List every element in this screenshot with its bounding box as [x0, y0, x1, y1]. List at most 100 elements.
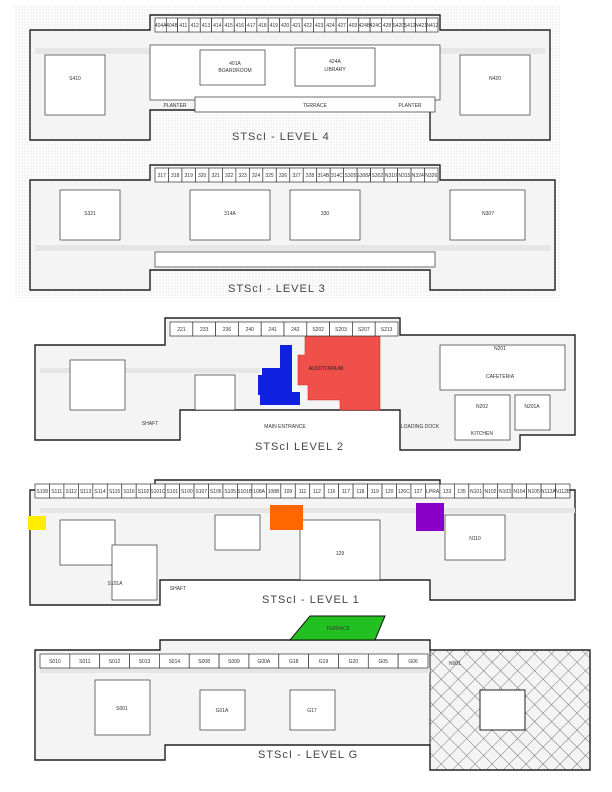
terrace-label: TERRACE: [326, 626, 351, 632]
room-label: S116: [123, 489, 135, 495]
room-label: 126C: [398, 489, 410, 495]
main-entrance-label: MAIN ENTRANCE: [264, 424, 306, 430]
room-label: 117: [342, 489, 350, 495]
room-label: 116: [327, 489, 335, 495]
room-label: 420: [281, 23, 290, 29]
room-label: SHAFT: [142, 421, 158, 427]
room-label: N412: [426, 23, 438, 29]
room-label: N102: [484, 489, 496, 495]
room-label: 424: [326, 23, 335, 29]
room-label: S101A: [107, 581, 123, 587]
room-label: S203: [335, 327, 347, 333]
room-label: S008: [198, 659, 210, 665]
room-label: S113: [80, 489, 92, 495]
room-label: 221: [177, 327, 186, 333]
room-label: S420: [393, 23, 405, 29]
room-label: TERRACE: [303, 103, 328, 109]
room-label: 328: [306, 173, 315, 179]
level-2-plan: AUDITORIUM MAIN ENTRANCE N201 CAFETERIA …: [34, 317, 576, 453]
room-label: 241: [268, 327, 277, 333]
room-label: 424B: [359, 23, 371, 29]
room-label: CAFETERIA: [486, 374, 515, 380]
room-label: 422: [304, 23, 313, 29]
highlight-purple-room: [416, 503, 444, 531]
room-label: 318: [171, 173, 180, 179]
room-label: N420: [489, 76, 501, 82]
room-label: N103: [499, 489, 511, 495]
room-label: 415: [224, 23, 233, 29]
room-label: 424C: [370, 23, 382, 29]
room-label: S001: [116, 706, 128, 712]
room-label: S100: [181, 489, 193, 495]
room-label: G06: [408, 659, 418, 665]
main-entrance-area: [258, 345, 300, 405]
highlight-yellow-room: [28, 516, 46, 530]
room-label: S101: [167, 489, 179, 495]
room-label: S014: [168, 659, 180, 665]
room-label: 242: [291, 327, 300, 333]
room-label: 424A: [329, 59, 341, 65]
room-label: S412: [404, 23, 416, 29]
room-label: S410: [69, 76, 81, 82]
room-label: 414: [213, 23, 222, 29]
room-label: N105: [528, 489, 540, 495]
room-label: PLANTER: [163, 103, 186, 109]
room-label: S213: [381, 327, 393, 333]
room-cell: [555, 483, 571, 499]
level-2-title: STScI LEVEL 2: [255, 441, 344, 453]
auditorium-area: [297, 335, 381, 411]
room-label: 135: [457, 489, 466, 495]
room-label: N326: [425, 173, 437, 179]
room-label: 326: [279, 173, 288, 179]
room-label: S308A: [356, 173, 372, 179]
room-label: G20: [349, 659, 359, 665]
room-label: G18: [289, 659, 299, 665]
room-label: 428: [383, 23, 392, 29]
room-label: 236: [223, 327, 232, 333]
level-4-title: STScI - LEVEL 4: [232, 131, 330, 143]
room-label: S102: [138, 489, 150, 495]
terrace-area: [288, 615, 386, 641]
room-label: 421: [292, 23, 301, 29]
room-label: 233: [200, 327, 209, 333]
room-label: S302: [372, 173, 384, 179]
room-cell: [424, 167, 439, 183]
room-label: PLANTER: [398, 103, 421, 109]
room-cell: [374, 321, 399, 337]
room-label: 317: [158, 173, 167, 179]
room-label: N421: [415, 23, 427, 29]
room-label: S108: [36, 489, 48, 495]
room-label: 427: [338, 23, 347, 29]
room-label: 118: [356, 489, 364, 495]
room-label: N307: [482, 211, 494, 217]
room-label: 240: [246, 327, 255, 333]
room-label: N110: [469, 536, 481, 542]
room-label: LOADING DOCK: [401, 424, 440, 430]
room-label: S321: [84, 211, 96, 217]
room-label: S105: [224, 489, 236, 495]
room-label: 423: [315, 23, 324, 29]
room-label: 109: [284, 489, 293, 495]
room-label: SHAFT: [170, 586, 186, 592]
room-label: 417: [247, 23, 256, 29]
level-1-title: STScI - LEVEL 1: [262, 594, 360, 606]
room-label: S107: [195, 489, 207, 495]
room-label: N201: [494, 346, 506, 352]
room-label: S207: [358, 327, 370, 333]
room-label: N001: [449, 661, 461, 667]
room-label: 314B: [318, 173, 330, 179]
room-label: 108B: [268, 489, 280, 495]
room-label: 321: [211, 173, 220, 179]
room-label: G00A: [257, 659, 270, 665]
room-label: S111: [51, 489, 62, 495]
room-label: S013: [139, 659, 151, 665]
room-label: S009: [228, 659, 240, 665]
room-label: 119: [371, 489, 379, 495]
room-label: S115: [109, 489, 121, 495]
room-label: N310: [385, 173, 397, 179]
room-label: 330: [321, 211, 330, 217]
room-label: 404B: [166, 23, 178, 29]
room-label: 314A: [224, 211, 236, 217]
room-label: 419: [270, 23, 279, 29]
room-label: 403: [349, 23, 358, 29]
